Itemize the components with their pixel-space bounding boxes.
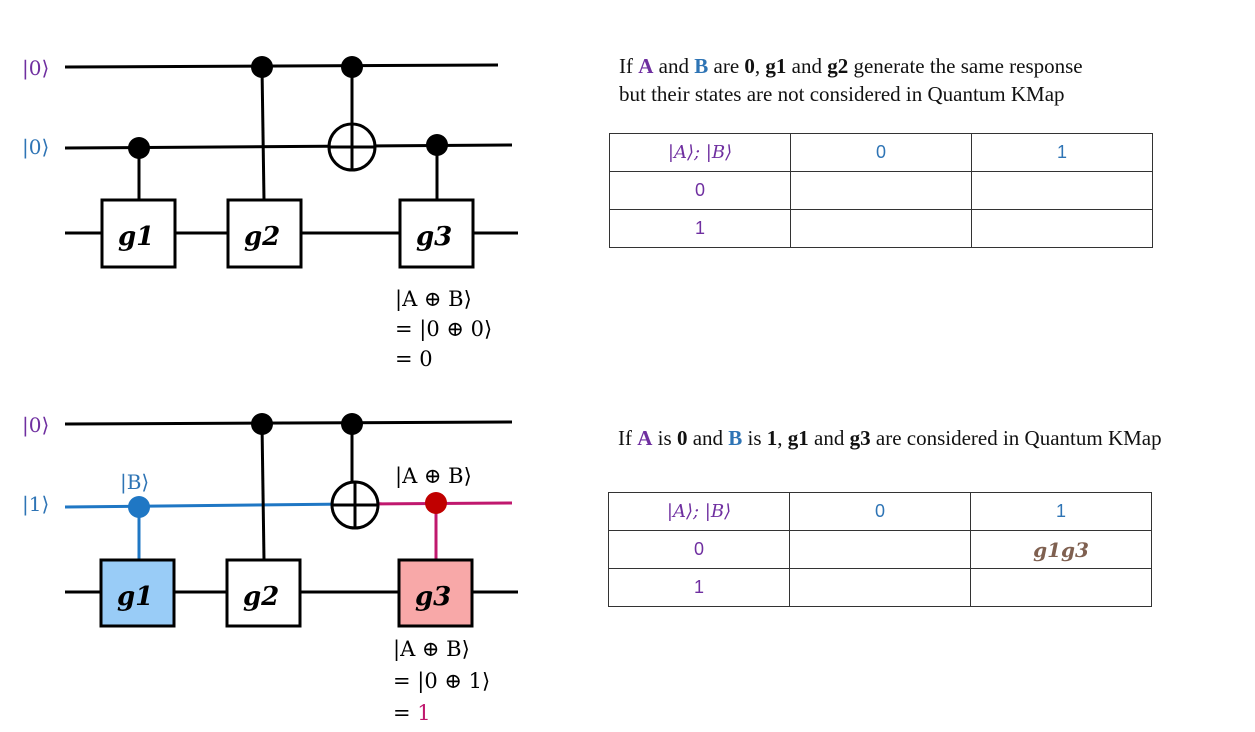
top-caption: If A and B are 0, g1 and g2 generate the…	[619, 52, 1083, 108]
top-g2-control-line	[260, 66, 266, 201]
top-kmap-row-header: 0	[609, 171, 791, 210]
top-gate-g2-label: g2	[244, 222, 280, 252]
bottom-control-dot-g3	[425, 492, 447, 514]
bottom-kmap-cell	[789, 530, 971, 569]
bottom-wire-2-blue	[64, 502, 353, 509]
bottom-cnot-target-icon	[330, 480, 380, 530]
top-kmap-row: 0	[609, 171, 1153, 210]
top-control-dot-g1	[128, 137, 150, 159]
bottom-kmap-header-row: |A⟩; |B⟩ 0 1	[608, 492, 1152, 531]
bottom-gate-g1-label: g1	[117, 582, 153, 612]
bottom-kmap-row: 1	[608, 568, 1152, 607]
bottom-gate-g1	[99, 558, 176, 628]
bottom-kmap-corner: |A⟩; |B⟩	[608, 492, 790, 531]
top-gate-g3	[398, 198, 475, 269]
bottom-control-dot-cnot	[341, 413, 363, 435]
top-kmap-cell	[790, 171, 972, 210]
top-control-dot-g3	[426, 134, 448, 156]
top-kmap-corner: |A⟩; |B⟩	[609, 133, 791, 172]
bottom-circuit: |0⟩ |1⟩ |B⟩ |A ⊕ B⟩ g1 g2 g3	[22, 413, 518, 725]
bottom-result-line-2: = |0 ⊕ 1⟩	[393, 669, 490, 694]
bottom-kmap-col-header: 0	[789, 492, 971, 531]
top-gate-g1	[100, 198, 177, 269]
bottom-gate-g2	[225, 558, 302, 628]
top-control-dot-g2	[251, 56, 273, 78]
bottom-gate-g3	[397, 558, 474, 628]
bottom-caption: If A is 0 and B is 1, g1 and g3 are cons…	[618, 424, 1162, 452]
top-caption-line-2: but their states are not considered in Q…	[619, 82, 1065, 106]
bottom-g2-control-line	[260, 423, 266, 561]
bottom-kmap-row: 0 g1g3	[608, 530, 1152, 569]
top-kmap-cell	[971, 171, 1153, 210]
top-gate-g2	[226, 198, 303, 269]
bottom-result-value: 1	[417, 701, 430, 725]
bottom-control-dot-g2	[251, 413, 273, 435]
top-control-dot-cnot	[341, 56, 363, 78]
top-caption-line-1: If A and B are 0, g1 and g2 generate the…	[619, 54, 1083, 78]
bottom-kmap-cell	[789, 568, 971, 607]
top-gate-g1-label: g1	[118, 222, 154, 252]
top-kmap-col-header: 1	[971, 133, 1153, 172]
top-kmap-cell	[790, 209, 972, 248]
bottom-result-line-1: |A ⊕ B⟩	[393, 637, 470, 662]
bottom-result-line-3: = 1	[393, 701, 431, 725]
top-kmap-row-header: 1	[609, 209, 791, 248]
bottom-kmap-cell	[970, 568, 1152, 607]
top-cnot-target-icon	[327, 122, 377, 172]
top-kmap-row: 1	[609, 209, 1153, 248]
top-qubit-label-2: |0⟩	[22, 135, 49, 160]
bottom-qubit-label-2: |1⟩	[22, 492, 49, 517]
top-result-line-3: = 0	[395, 347, 433, 371]
bottom-kmap-table: |A⟩; |B⟩ 0 1 0 g1g3 1	[608, 492, 1152, 607]
top-qubit-label-1: |0⟩	[22, 56, 49, 81]
bottom-qubit-label-1: |0⟩	[22, 413, 49, 438]
top-kmap-table: |A⟩; |B⟩ 0 1 0 1	[609, 133, 1153, 248]
bottom-control-dot-g1	[128, 496, 150, 518]
bottom-control-label-b: |B⟩	[120, 470, 149, 495]
top-result-line-1: |A ⊕ B⟩	[395, 287, 472, 312]
top-kmap-col-header: 0	[790, 133, 972, 172]
bottom-caption-line-1: If A is 0 and B is 1, g1 and g3 are cons…	[618, 426, 1162, 450]
top-wire-1	[64, 63, 499, 69]
bottom-gate-g2-label: g2	[243, 582, 279, 612]
top-kmap-cell	[971, 209, 1153, 248]
top-circuit: |0⟩ |0⟩ g1 g2 g3 |A ⊕ B⟩ = |0 ⊕ 0⟩	[22, 56, 518, 371]
top-gate-g3-label: g3	[416, 222, 452, 252]
bottom-kmap-row-header: 1	[608, 568, 790, 607]
bottom-wire-1	[64, 420, 513, 426]
top-kmap-header-row: |A⟩; |B⟩ 0 1	[609, 133, 1153, 172]
bottom-control-label-ab: |A ⊕ B⟩	[395, 464, 472, 489]
top-result-line-2: = |0 ⊕ 0⟩	[395, 317, 492, 342]
bottom-kmap-col-header: 1	[970, 492, 1152, 531]
bottom-kmap-row-header: 0	[608, 530, 790, 569]
bottom-kmap-cell-g1g3: g1g3	[970, 530, 1152, 569]
bottom-gate-g3-label: g3	[415, 582, 451, 612]
